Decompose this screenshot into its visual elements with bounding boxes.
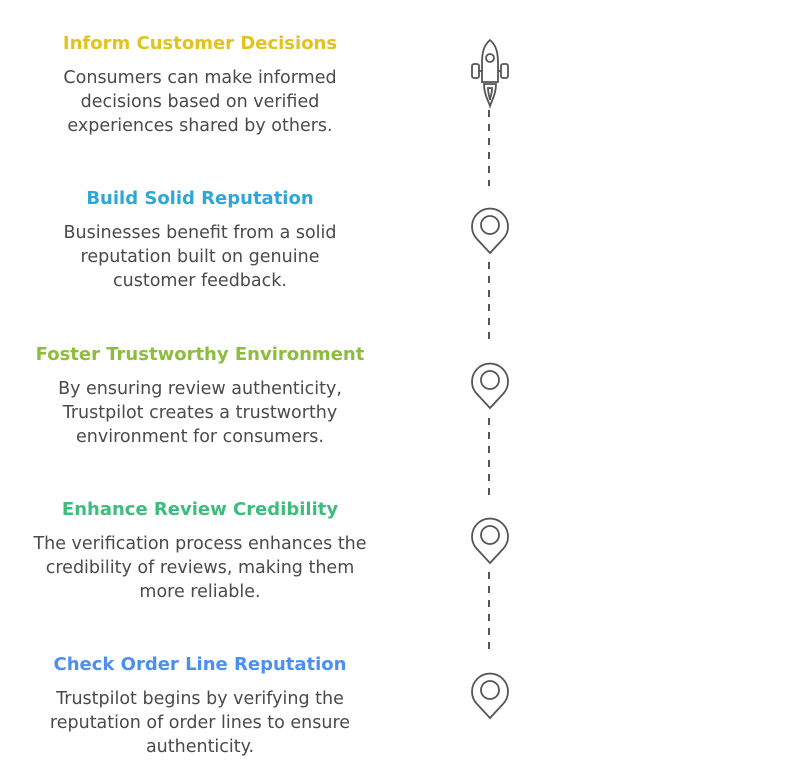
step-enhance-review-credibility: Enhance Review Credibility The verificat…: [20, 498, 380, 604]
step-description: By ensuring review authenticity, Trustpi…: [58, 379, 342, 447]
step-title: Check Order Line Reputation: [53, 654, 347, 675]
step-build-solid-reputation: Build Solid Reputation Businesses benefi…: [20, 187, 380, 293]
step-title: Foster Trustworthy Environment: [35, 344, 365, 365]
step-description: Trustpilot begins by verifying the reput…: [49, 689, 351, 757]
step-check-order-line-reputation: Check Order Line Reputation Trustpilot b…: [20, 653, 380, 759]
step-inform-customer-decisions: Inform Customer Decisions Consumers can …: [20, 32, 380, 138]
map-pin-icon: [471, 362, 509, 410]
map-pin-icon: [471, 517, 509, 565]
rocket-icon: [471, 38, 509, 109]
step-description: Consumers can make informed decisions ba…: [63, 68, 337, 136]
map-pin-icon: [471, 672, 509, 720]
step-title: Inform Customer Decisions: [62, 33, 338, 54]
step-title: Enhance Review Credibility: [61, 499, 339, 520]
step-title: Build Solid Reputation: [86, 188, 314, 209]
map-pin-icon: [471, 207, 509, 255]
step-foster-trustworthy-environment: Foster Trustworthy Environment By ensuri…: [20, 343, 380, 449]
step-description: Businesses benefit from a solid reputati…: [63, 223, 337, 291]
step-description: The verification process enhances the cr…: [33, 534, 367, 602]
